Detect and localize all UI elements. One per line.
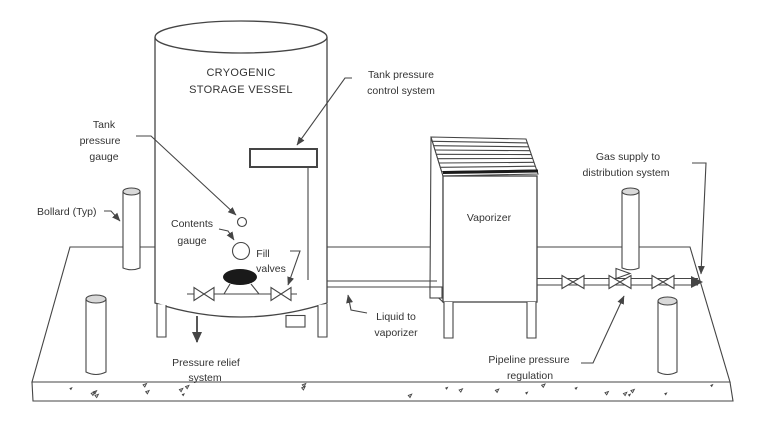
fill-valve-left	[193, 286, 215, 302]
vaporizer-unit	[429, 136, 539, 339]
storage-vessel	[154, 20, 328, 338]
isolation-valve-2	[651, 274, 675, 290]
tank-pressure-control-leader	[296, 77, 352, 146]
pressure-relief-label-line-1: Pressure relief	[172, 357, 240, 369]
vessel-label-line-1: CRYOGENIC	[206, 67, 275, 79]
vessel-label-line-2: STORAGE VESSEL	[189, 84, 293, 96]
pad-aggregate-speckles	[69, 382, 714, 399]
liquid-to-vaporizer-label-line-2: vaporizer	[374, 327, 418, 339]
vessel-leg-right	[317, 304, 328, 338]
fill-connection-cap	[223, 269, 257, 285]
vaporizer-inlet-fitting	[429, 286, 443, 299]
contents-gauge-leader	[218, 228, 235, 241]
pressure-regulator-valve	[608, 267, 632, 290]
vessel-top	[154, 20, 328, 54]
pressure-control-box	[249, 148, 318, 168]
gas-flow-arrow	[691, 276, 703, 288]
tank-pressure-gauge-leader	[136, 135, 237, 216]
gas-supply-leader	[692, 162, 707, 275]
pipeline-regulation-label-line-1: Pipeline pressure	[488, 354, 569, 366]
liquid-to-vaporizer-label-line-1: Liquid to	[376, 311, 416, 323]
bollard-front-left	[85, 294, 107, 376]
pipeline-regulation-label-line-2: regulation	[507, 370, 553, 382]
bollard-back-left	[122, 187, 141, 271]
fill-connection	[223, 269, 260, 295]
regulator-actuator	[615, 267, 632, 280]
gas-supply-label-line-1: Gas supply to	[596, 151, 660, 163]
vaporizer-roof-fins	[432, 140, 537, 173]
vessel-leg-left	[156, 304, 167, 338]
contents-gauge-dial	[231, 241, 251, 261]
fill-valve-right	[270, 286, 292, 302]
vessel-foot-bracket	[285, 314, 306, 328]
vaporizer-front-face	[442, 175, 538, 303]
bollard-leader	[104, 210, 121, 222]
vaporizer-leg-right	[526, 302, 537, 339]
vaporizer-label: Vaporizer	[467, 212, 512, 224]
bollard-front-right	[657, 296, 678, 376]
vaporizer-leg-left	[443, 302, 454, 339]
vaporizer-roof-band	[442, 169, 539, 174]
fill-valves-leader	[287, 250, 301, 286]
tank-pressure-gauge-label-line-3: gauge	[89, 151, 118, 163]
liquid-to-vaporizer-leader	[346, 294, 368, 314]
vessel-outline	[154, 37, 328, 318]
fill-valves-label-line-1: Fill	[256, 248, 269, 260]
tank-pressure-gauge-label-line-2: pressure	[80, 135, 121, 147]
fill-valves-label-line-2: valves	[256, 263, 286, 275]
tank-pressure-gauge-label-line-1: Tank	[93, 119, 116, 131]
pad-front-face	[31, 381, 734, 402]
contents-gauge-label-line-1: Contents	[171, 218, 213, 230]
pressure-relief-label-line-2: system	[188, 372, 222, 384]
vessel-fill	[155, 37, 327, 317]
isolation-valve-1	[561, 274, 585, 290]
gas-supply-label-line-2: distribution system	[583, 167, 670, 179]
pipeline-regulation-leader	[581, 295, 625, 364]
contents-gauge-label-line-2: gauge	[177, 235, 206, 247]
tank-pressure-gauge-dial	[236, 216, 248, 228]
bollard-label: Bollard (Typ)	[37, 206, 97, 218]
liquid-pipe	[327, 280, 443, 299]
tank-pressure-control-label-line-2: control system	[367, 85, 435, 97]
tank-pressure-control-label-line-1: Tank pressure	[368, 69, 434, 81]
bollard-back-right	[621, 187, 640, 271]
